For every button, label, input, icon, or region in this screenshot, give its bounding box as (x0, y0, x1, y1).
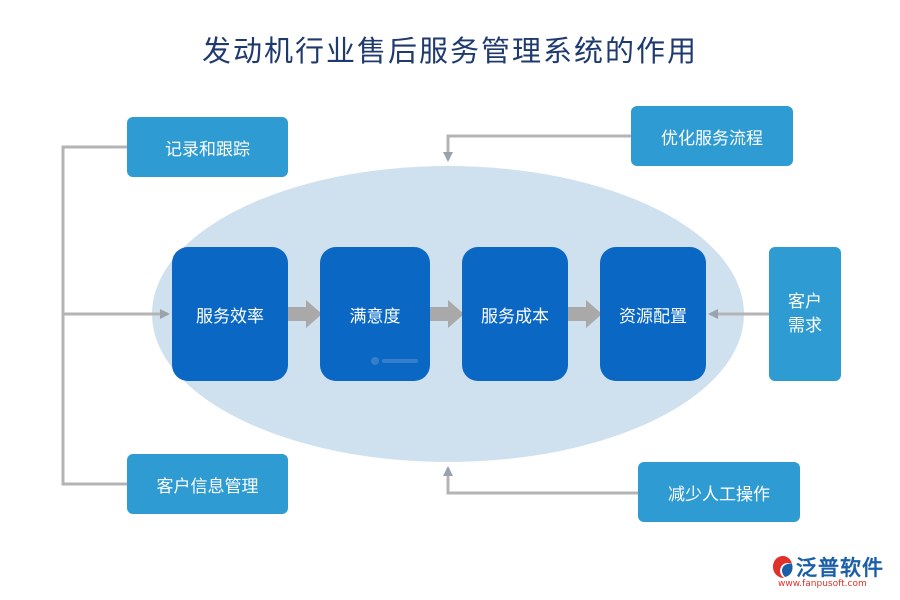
bottom-right-connector (443, 466, 638, 495)
diagram-title: 发动机行业售后服务管理系统的作用 (201, 34, 698, 68)
customer-demand-line1: 客户 (788, 292, 822, 312)
optimize-process-box: 优化服务流程 (631, 106, 793, 166)
brand-logo: 泛普软件 www.fanpusoft.com (770, 552, 892, 592)
core-step-label: 资源配置 (619, 306, 687, 327)
customer-demand-line2: 需求 (788, 316, 822, 336)
customer-demand-box: 客户 需求 (769, 247, 841, 381)
customer-info-label: 客户信息管理 (156, 476, 259, 497)
customer-info-box: 客户信息管理 (127, 454, 288, 514)
core-step-label: 满意度 (349, 306, 401, 327)
watermark-logo-icon (371, 357, 418, 365)
core-step-label: 服务成本 (481, 306, 549, 327)
record-track-box: 记录和跟踪 (127, 117, 288, 177)
step-arrow-2 (430, 300, 464, 328)
top-right-connector (443, 134, 631, 162)
reduce-manual-box: 减少人工操作 (638, 462, 800, 522)
brand-url: www.fanpusoft.com (778, 579, 867, 589)
record-track-label: 记录和跟踪 (165, 139, 250, 160)
core-step-resource: 资源配置 (600, 247, 706, 381)
optimize-process-label: 优化服务流程 (661, 128, 763, 149)
brand-name: 泛普软件 (796, 556, 884, 580)
core-step-label: 服务效率 (196, 306, 264, 327)
step-arrow-1 (288, 300, 322, 328)
brand-logo-icon (773, 556, 793, 578)
reduce-manual-label: 减少人工操作 (668, 484, 770, 505)
step-arrow-3 (568, 300, 602, 328)
core-step-efficiency: 服务效率 (172, 247, 288, 381)
core-step-cost: 服务成本 (462, 247, 568, 381)
